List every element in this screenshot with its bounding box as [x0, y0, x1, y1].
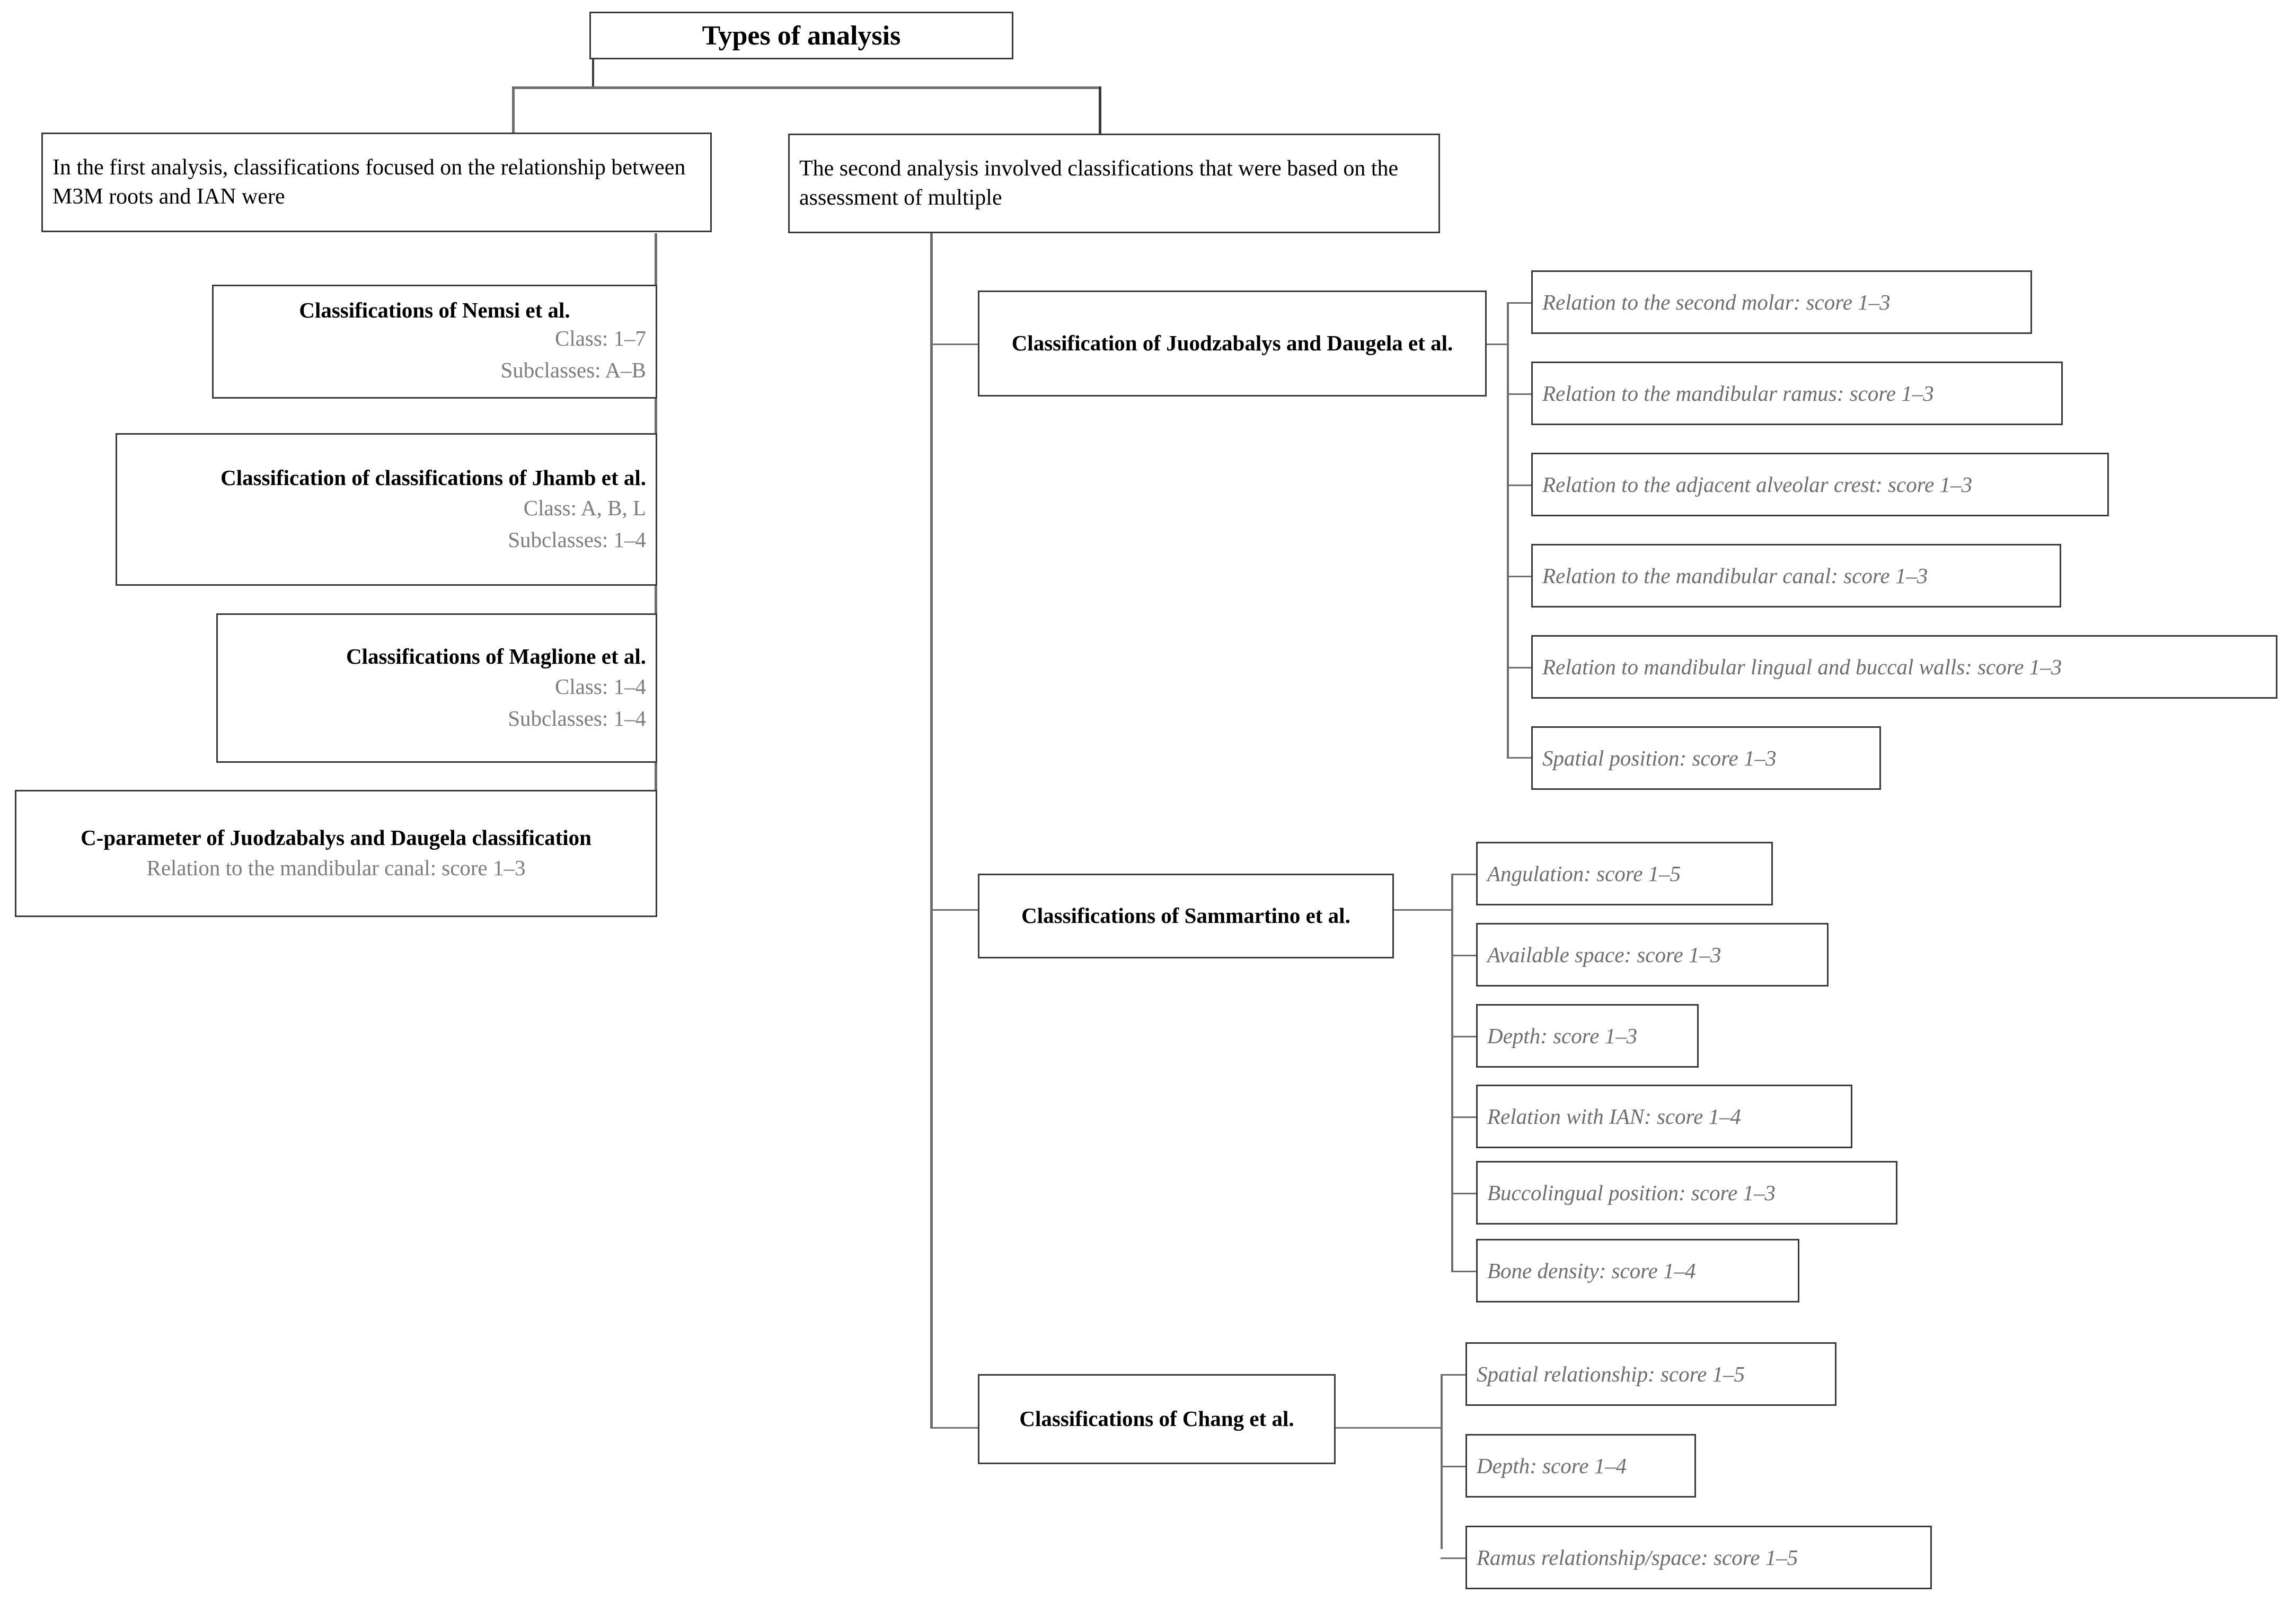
leaf-box-juodzabalys-5: Relation to mandibular lingual and bucca…: [1531, 635, 2277, 699]
node-title-sammartino: Classifications of Sammartino et al.: [1021, 903, 1350, 928]
connector-chang-spine: [1441, 1374, 1443, 1549]
connector-sammartino-out: [1394, 909, 1452, 911]
connector-chang-leaf-2: [1441, 1466, 1466, 1467]
leaf-box-juodzabalys-6: Spatial position: score 1–3: [1531, 726, 1881, 790]
leaf-box-juodzabalys-2: Relation to the mandibular ramus: score …: [1531, 362, 2063, 425]
leaf-box-chang-2: Depth: score 1–4: [1465, 1434, 1696, 1498]
node-title-c-parameter: C-parameter of Juodzabalys and Daugela c…: [81, 825, 591, 850]
connector-juodzabalys-leaf-5: [1507, 667, 1532, 668]
node-title-juodzabalys: Classification of Juodzabalys and Daugel…: [1011, 331, 1453, 356]
connector-root-stem: [592, 57, 594, 88]
leaf-text-sammartino-6: Bone density: score 1–4: [1487, 1258, 1696, 1283]
node-box-c-parameter: C-parameter of Juodzabalys and Daugela c…: [15, 790, 657, 917]
node-box-juodzabalys: Classification of Juodzabalys and Daugel…: [978, 291, 1487, 397]
leaf-text-chang-1: Spatial relationship: score 1–5: [1477, 1362, 1745, 1386]
connector-root-to-second: [1099, 86, 1101, 139]
node-box-chang: Classifications of Chang et al.: [978, 1374, 1336, 1464]
connector-chang-leaf-1: [1441, 1374, 1466, 1376]
connector-sammartino-leaf-5: [1451, 1193, 1477, 1194]
leaf-text-juodzabalys-6: Spatial position: score 1–3: [1542, 746, 1777, 770]
leaf-text-chang-2: Depth: score 1–4: [1477, 1454, 1627, 1478]
connector-root-bar: [512, 86, 1101, 89]
connector-chang-out: [1336, 1427, 1442, 1429]
node-box-jhamb: Classification of classifications of Jha…: [116, 433, 657, 586]
node-detail-nemsi-1: Class: 1–7: [555, 326, 646, 351]
node-title-nemsi: Classifications of Nemsi et al.: [299, 298, 570, 323]
connector-juodzabalys-leaf-1: [1507, 302, 1532, 304]
leaf-box-juodzabalys-4: Relation to the mandibular canal: score …: [1531, 544, 2061, 608]
leaf-text-chang-3: Ramus relationship/space: score 1–5: [1477, 1545, 1798, 1570]
node-title-maglione: Classifications of Maglione et al.: [346, 644, 646, 668]
node-box-maglione: Classifications of Maglione et al. Class…: [216, 613, 657, 763]
leaf-text-sammartino-5: Buccolingual position: score 1–3: [1487, 1181, 1776, 1205]
connector-juodzabalys-leaf-3: [1507, 485, 1532, 486]
node-detail-c-parameter-1: Relation to the mandibular canal: score …: [146, 855, 526, 880]
leaf-box-juodzabalys-3: Relation to the adjacent alveolar crest:…: [1531, 453, 2109, 516]
leaf-text-sammartino-3: Depth: score 1–3: [1487, 1024, 1638, 1048]
leaf-box-sammartino-5: Buccolingual position: score 1–3: [1476, 1161, 1897, 1225]
connector-sammartino-leaf-3: [1451, 1036, 1477, 1037]
node-detail-jhamb-2: Subclasses: 1–4: [508, 527, 646, 552]
leaf-text-juodzabalys-2: Relation to the mandibular ramus: score …: [1542, 381, 1934, 406]
branch-box-first-analysis: In the first analysis, classifications f…: [41, 133, 712, 232]
leaf-box-sammartino-6: Bone density: score 1–4: [1476, 1239, 1799, 1302]
node-title-jhamb: Classification of classifications of Jha…: [220, 465, 646, 490]
node-title-chang: Classifications of Chang et al.: [1019, 1406, 1294, 1431]
leaf-text-sammartino-1: Angulation: score 1–5: [1487, 861, 1681, 886]
connector-juodzabalys-leaf-2: [1507, 393, 1532, 395]
node-box-sammartino: Classifications of Sammartino et al.: [978, 874, 1394, 958]
connector-second-stub-juodzabalys: [930, 344, 979, 345]
branch-box-second-analysis: The second analysis involved classificat…: [788, 134, 1440, 233]
leaf-box-juodzabalys-1: Relation to the second molar: score 1–3: [1531, 270, 2032, 334]
leaf-text-juodzabalys-1: Relation to the second molar: score 1–3: [1542, 290, 1891, 314]
connector-chang-leaf-3: [1441, 1557, 1466, 1559]
connector-sammartino-leaf-1: [1451, 874, 1477, 875]
connector-second-stub-sammartino: [930, 909, 979, 911]
connector-sammartino-leaf-4: [1451, 1116, 1477, 1118]
node-detail-nemsi-2: Subclasses: A–B: [500, 357, 647, 382]
branch-label-second-analysis: The second analysis involved classificat…: [799, 156, 1399, 210]
leaf-text-juodzabalys-5: Relation to mandibular lingual and bucca…: [1542, 655, 2062, 679]
connector-sammartino-spine: [1451, 874, 1453, 1272]
title-text: Types of analysis: [702, 20, 901, 51]
leaf-box-sammartino-2: Available space: score 1–3: [1476, 923, 1829, 987]
connector-juodzabalys-out: [1484, 344, 1508, 345]
node-detail-jhamb-1: Class: A, B, L: [523, 496, 646, 521]
leaf-box-chang-3: Ramus relationship/space: score 1–5: [1465, 1526, 1932, 1589]
leaf-box-chang-1: Spatial relationship: score 1–5: [1465, 1342, 1836, 1406]
leaf-box-sammartino-4: Relation with IAN: score 1–4: [1476, 1085, 1852, 1148]
branch-label-first-analysis: In the first analysis, classifications f…: [52, 155, 686, 209]
connector-juodzabalys-spine: [1507, 302, 1509, 758]
connector-root-to-first: [512, 86, 515, 133]
connector-second-stub-chang: [930, 1427, 979, 1429]
leaf-box-sammartino-3: Depth: score 1–3: [1476, 1004, 1699, 1068]
leaf-text-sammartino-4: Relation with IAN: score 1–4: [1487, 1104, 1742, 1129]
node-detail-maglione-2: Subclasses: 1–4: [508, 706, 646, 730]
leaf-text-juodzabalys-4: Relation to the mandibular canal: score …: [1542, 564, 1928, 588]
connector-juodzabalys-leaf-6: [1507, 757, 1532, 759]
node-box-nemsi: Classifications of Nemsi et al. Class: 1…: [212, 285, 657, 399]
leaf-box-sammartino-1: Angulation: score 1–5: [1476, 842, 1773, 905]
connector-sammartino-leaf-2: [1451, 955, 1477, 956]
leaf-text-juodzabalys-3: Relation to the adjacent alveolar crest:…: [1542, 472, 1973, 497]
leaf-text-sammartino-2: Available space: score 1–3: [1487, 943, 1721, 967]
node-detail-maglione-1: Class: 1–4: [555, 674, 646, 699]
title-box: Types of analysis: [589, 12, 1013, 59]
connector-juodzabalys-leaf-4: [1507, 576, 1532, 577]
connector-second-spine: [930, 232, 933, 1429]
connector-sammartino-leaf-6: [1451, 1271, 1477, 1272]
